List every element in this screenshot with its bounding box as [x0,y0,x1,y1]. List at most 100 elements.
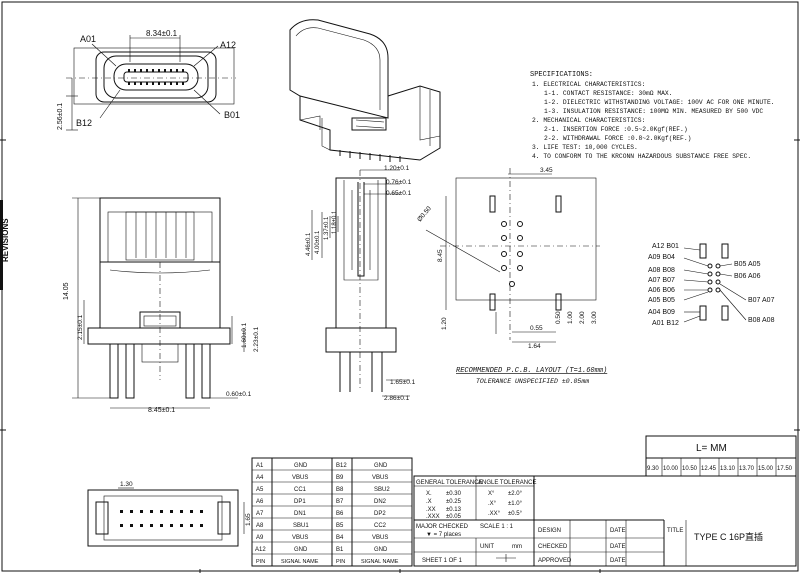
pin-map-left: A05 B05 [648,297,675,304]
unit-label: UNIT [480,544,494,550]
length-header: L= MM [696,443,727,454]
front-dim-width: 8.34±0.1 [146,29,178,38]
sig-name: DN1 [294,511,307,517]
pin-map-left: A09 B04 [648,254,675,261]
pcb-tolerance: TOLERANCE UNSPECIFIED ±0.05mm [476,378,589,385]
pcb-dim-right: 3.00 [591,311,598,324]
sig-pin: B8 [336,487,344,493]
length-value: 13.10 [720,466,736,472]
sig-name: GND [294,547,308,553]
tol-cell: ±0.13 [446,507,462,513]
sig-name: CC1 [294,487,307,493]
border-left-text: REVISIONS [1,218,10,262]
pin-map-right: B08 A08 [748,317,775,324]
pin-map-right: B07 A07 [748,297,775,304]
sig-pin: A6 [256,499,264,505]
length-value: 9.30 [647,466,659,472]
sheet-label: SHEET 1 OF 1 [422,558,463,564]
length-value: 10.00 [663,466,679,472]
sig-pin: A1 [256,463,264,469]
spec-line: 1-1. CONTACT RESISTANCE: 30mΩ MAX. [544,90,672,97]
scale-label: SCALE 1 : 1 [480,524,514,530]
tol-cell: .X° [488,501,497,507]
pcb-dim-top: 3.45 [540,167,553,174]
sig-name: CC2 [374,523,387,529]
checked-label: CHECKED [538,544,568,550]
side-dim-total: 14.05 [63,282,70,300]
title-label: TITLE [667,528,683,534]
title-value: TYPE C 16P直插 [694,531,763,542]
side-dim-c: 1.60±0.1 [241,322,248,348]
spec-line: 1-2. DIELECTRIC WITHSTANDING VOLTAGE: 10… [544,99,775,106]
spec-line: 3. LIFE TEST: 10,000 CYCLES. [532,144,638,151]
pcb-dim-right: 2.00 [579,311,586,324]
sig-name: GND [374,547,388,553]
sig-name: VBUS [372,535,388,541]
pin-map-left: A12 B01 [652,243,679,250]
pin-map [683,243,747,323]
tol-cell: X° [488,491,495,497]
tol-cell: ±1.0° [508,501,523,507]
sig-pin: B5 [336,523,344,529]
sig-pin: B7 [336,499,344,505]
sig-pin: B12 [336,463,347,469]
length-value: 12.45 [701,466,717,472]
specifications-block: SPECIFICATIONS: 1. ELECTRICAL CHARACTERI… [530,71,775,160]
sig-pin: A5 [256,487,264,493]
side-view [72,197,245,409]
left-margin-markings [0,139,800,573]
length-value: 17.50 [777,466,793,472]
pcb-dim-b1: 0.55 [530,325,543,332]
pcb-dim-hole: Ø0.50 [416,205,433,223]
pcb-dim-right: 0.50 [555,311,562,324]
pin-map-left: A07 B07 [648,277,675,284]
sig-name: DP1 [294,499,306,505]
side-dim-b: 2.23±0.1 [253,326,260,352]
title-block [413,475,797,567]
sig-pin: A9 [256,535,264,541]
sig-footer: SIGNAL NAME [361,559,399,565]
sig-name: GND [374,463,388,469]
sec-dim-v1: 4.46±0.1 [306,232,312,256]
length-value: 15.00 [758,466,774,472]
sig-footer: PIN [336,559,345,565]
pcb-layout-view [425,168,600,343]
sig-pin: B9 [336,475,344,481]
tol-cell: ±0.25 [446,499,462,505]
label-a12: A12 [220,40,236,50]
spec-line: 1-3. INSULATION RESISTANCE: 100MΩ MIN. M… [544,108,763,115]
bottom-view [87,487,245,547]
pin-map-left: A06 B06 [648,287,675,294]
tol-cell: ±0.05 [446,514,462,520]
sig-pin: A12 [255,547,266,553]
sig-name: VBUS [372,475,388,481]
side-dim-d: 0.60±0.1 [226,391,252,398]
angle-tolerance-label: ANGLE TOLERANCE [478,480,536,486]
approved-label: APPROVED [538,558,572,564]
front-dim-height: 2.56±0.1 [57,103,64,130]
pcb-dim-left: 8.45 [437,249,444,262]
pcb-dim-low: 1.20 [441,317,448,330]
tol-cell: ±0.30 [446,491,462,497]
sig-pin: B4 [336,535,344,541]
date-label: DATE [610,528,626,534]
sig-name: DN2 [374,499,387,505]
sig-name: VBUS [292,475,308,481]
bottom-dim-top: 1.30 [120,481,133,488]
side-dim-a: 2.15±0.1 [77,314,84,340]
length-value: 13.70 [739,466,755,472]
sig-name: SBU1 [293,523,309,529]
label-b12: B12 [76,118,92,128]
signal-table [251,457,413,567]
general-tolerance-label: GENERAL TOLERANCE [416,480,483,486]
sig-pin: A7 [256,511,264,517]
side-dim-bottom: 8.45±0.1 [148,407,175,414]
places-note: ▼ = 7 places [426,532,461,538]
sig-pin: B1 [336,547,344,553]
pin-map-left: A04 B09 [648,309,675,316]
sig-pin: B6 [336,511,344,517]
sig-name: DP2 [374,511,386,517]
design-label: DESIGN [538,528,561,534]
length-value: 10.50 [682,466,698,472]
bottom-dim-side: 1.65 [245,513,252,526]
